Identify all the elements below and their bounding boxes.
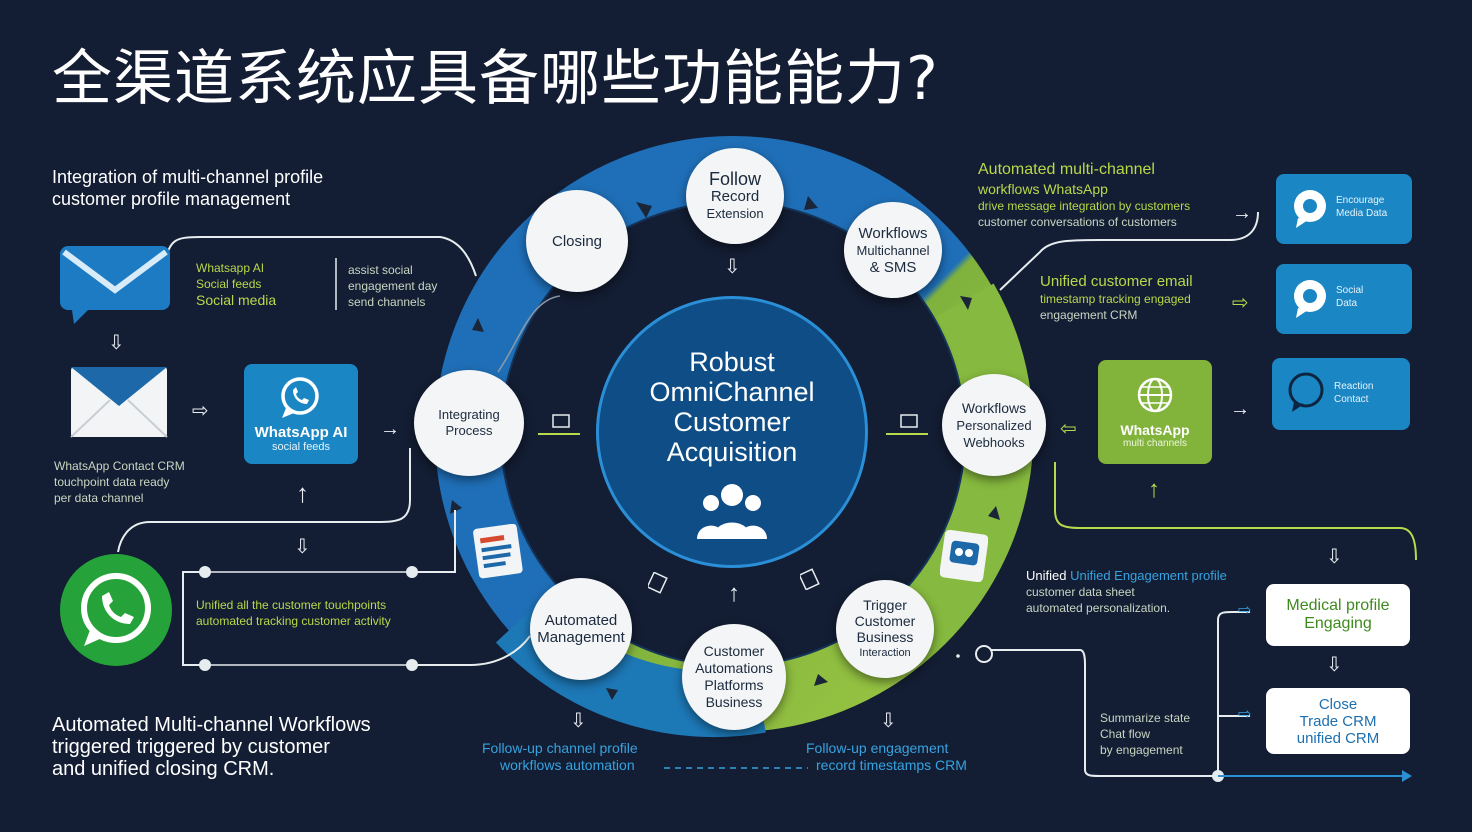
node-workflows-webhooks[interactable]: Workflows Personalized Webhooks	[942, 374, 1046, 476]
down-arrow-icon: ⇩	[108, 332, 125, 354]
unified-email-notes: Unified customer email timestamp trackin…	[1040, 273, 1193, 322]
up-arrow-icon: ↑	[1148, 476, 1160, 503]
right-arrow-icon: →	[380, 418, 400, 440]
decor-line	[497, 295, 561, 373]
left-connectors	[117, 236, 531, 666]
node-customer-automations[interactable]: Customer Automations Platforms Business	[682, 624, 786, 730]
email-blue-icon	[58, 244, 174, 329]
email-white-icon	[70, 366, 168, 443]
chat-pin-icon	[1294, 280, 1326, 318]
automated-notes: Automated multi-channel workflows WhatsA…	[978, 161, 1191, 229]
whatsapp-ai-box[interactable]: WhatsApp AI social feeds	[244, 364, 358, 464]
summary-notes: Summarize state Chat flow by engagement	[1100, 711, 1191, 757]
connector-dots	[199, 566, 1224, 782]
down-arrow-icon: ⇩	[294, 536, 311, 558]
down-arrow-icon: ⇩	[1326, 654, 1343, 676]
right-arrow-icon: ⇨	[1238, 602, 1252, 619]
page-title: 全渠道系统应具备哪些功能能力?	[52, 44, 939, 114]
center-hub: Robust OmniChannel Customer Acquisition	[596, 296, 868, 568]
right-arrow-icon: ⇨	[1232, 292, 1249, 314]
tile-encourage[interactable]: Encourage Media Data	[1276, 174, 1412, 244]
right-arrow-icon: →	[1232, 202, 1252, 224]
crm-notes: WhatsApp Contact CRM touchpoint data rea…	[54, 459, 185, 505]
badge-icon	[552, 414, 570, 433]
people-group-icon	[697, 484, 767, 539]
close-crm-box[interactable]: Close Trade CRM unified CRM	[1266, 688, 1410, 754]
down-arrow-icon: ⇩	[880, 710, 897, 732]
whatsapp-box-right[interactable]: WhatsApp multi channels	[1098, 360, 1212, 464]
tag-icon	[798, 568, 820, 595]
tile-reaction[interactable]: Reaction Contact	[1272, 358, 1410, 430]
chat-bubble-icon	[281, 376, 319, 418]
right-arrow-icon: ⇨	[1238, 706, 1252, 723]
chat-pin-icon	[1294, 190, 1326, 228]
green-connector	[1054, 462, 1417, 561]
up-arrow-icon: ↑	[728, 580, 740, 607]
bottom-left-heading: Automated Multi-channel Workflows trigge…	[52, 714, 371, 780]
whatsapp-icon	[58, 554, 174, 671]
left-green-notes: Whatsapp AI Social feeds Social media	[196, 261, 277, 308]
node-closing[interactable]: Closing	[526, 190, 628, 292]
profile-engaging-box[interactable]: Medical profile Engaging	[1266, 584, 1410, 646]
touchpoints-notes: Unified all the customer touchpoints aut…	[196, 598, 391, 628]
down-arrow-icon: ⇩	[1326, 546, 1343, 568]
node-follow-record[interactable]: Follow Record Extension	[686, 148, 784, 244]
bottom-center-right-notes: Follow-up engagement record timestamps C…	[806, 740, 967, 773]
top-left-heading: Integration of multi-channel profile cus…	[52, 167, 324, 209]
down-arrow-icon: ⇩	[570, 710, 587, 732]
up-arrow-icon: ↑	[296, 478, 309, 508]
node-workflows-sms[interactable]: Workflows Multichannel & SMS	[844, 202, 942, 298]
ring-arrows	[450, 196, 1000, 700]
right-arrow-icon: ⇨	[192, 400, 209, 422]
right-connectors	[990, 211, 1259, 777]
engagement-notes: Unified Unified Engagement profile custo…	[1026, 568, 1227, 615]
globe-icon	[1137, 377, 1173, 412]
document-icon	[472, 523, 524, 585]
node-trigger-customer[interactable]: Trigger Customer Business Interaction	[836, 580, 934, 678]
left-arrow-icon: ⇦	[1060, 418, 1077, 440]
node-integrating-process[interactable]: Integrating Process	[414, 370, 524, 476]
node-automated-management[interactable]: Automated Management	[530, 578, 632, 680]
badge-icon	[900, 414, 918, 433]
tile-social[interactable]: Social Data	[1276, 264, 1412, 334]
right-arrow-icon: →	[1230, 398, 1250, 420]
bottom-center-left-notes: Follow-up channel profile workflows auto…	[482, 740, 638, 773]
tag-icon	[646, 571, 668, 599]
down-arrow-icon: ⇩	[724, 256, 741, 278]
ring-overlay	[879, 283, 1034, 666]
left-white-notes: assist social engagement day send channe…	[348, 263, 438, 309]
chat-card-icon	[939, 529, 989, 587]
chat-bubble-icon	[1288, 372, 1324, 412]
